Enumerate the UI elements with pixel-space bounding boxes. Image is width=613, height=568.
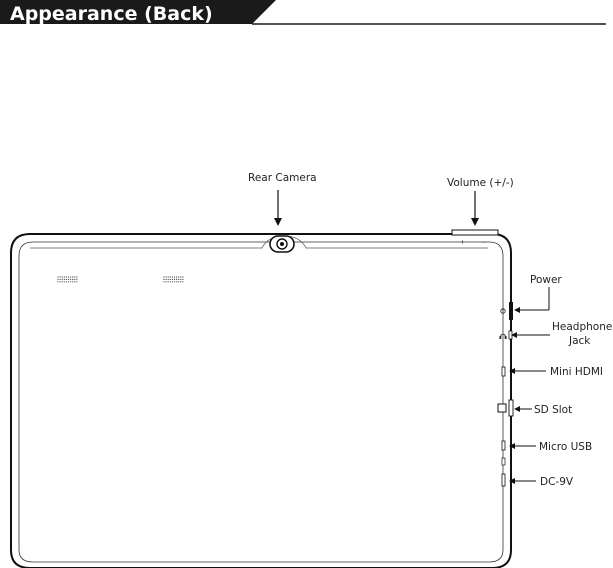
- grille-dot: [57, 278, 59, 280]
- volume-label: Volume (+/-): [447, 177, 514, 189]
- grille-dot: [72, 276, 74, 278]
- grille-dot: [171, 278, 173, 280]
- sd-slot-callout: SD Slot: [514, 404, 572, 416]
- power-label: Power: [530, 274, 562, 286]
- grille-dot: [178, 278, 180, 280]
- grille-dot: [61, 281, 63, 283]
- headphone-label-line1: Headphone: [552, 321, 612, 333]
- camera-lens-icon: [269, 235, 295, 253]
- grille-dot: [57, 281, 59, 283]
- grille-dot: [173, 276, 176, 278]
- volume-rocker: + −: [451, 229, 499, 246]
- grille-dot: [167, 278, 169, 280]
- section-header: Appearance (Back): [0, 0, 606, 25]
- grille-dot: [182, 278, 184, 280]
- power-callout: Power: [514, 274, 562, 313]
- grille-dot: [76, 278, 78, 280]
- mini-hdmi-label: Mini HDMI: [550, 366, 603, 378]
- rear-camera-arrowhead: [274, 218, 282, 226]
- grille-dot: [67, 276, 70, 278]
- grille-dot: [74, 278, 76, 280]
- grille-dot: [163, 276, 165, 278]
- grille-dot: [169, 278, 171, 280]
- grille-dot: [59, 281, 61, 283]
- sd-slot-port: [508, 399, 514, 417]
- volume-arrowhead: [471, 218, 479, 226]
- grille-dot: [74, 281, 76, 283]
- grille-dot: [76, 281, 78, 283]
- grille-dot: [167, 276, 169, 278]
- headphone-label-line2: Jack: [568, 335, 591, 347]
- volume-plus-mark: +: [460, 239, 465, 246]
- grille-dot: [163, 278, 165, 280]
- tablet-body: [10, 233, 512, 568]
- grille-dot: [70, 281, 72, 283]
- grille-dot: [61, 278, 63, 280]
- grille-dot: [63, 278, 65, 280]
- speaker-grille-icon: [57, 276, 184, 283]
- usb-indicator: [501, 457, 506, 466]
- grille-dot: [70, 276, 72, 278]
- grille-dot: [173, 278, 176, 280]
- headphone-callout: Headphone Jack: [511, 321, 612, 347]
- volume-minus-mark: −: [481, 239, 486, 246]
- grille-dot: [59, 276, 61, 278]
- grille-dot: [165, 278, 167, 280]
- mini-hdmi-port: [501, 366, 506, 377]
- grille-dot: [72, 281, 74, 283]
- grille-dot: [169, 276, 171, 278]
- grille-dot: [57, 276, 59, 278]
- sd-slot-label: SD Slot: [534, 404, 572, 416]
- grille-dot: [70, 278, 72, 280]
- grille-dot: [163, 281, 165, 283]
- grille-dot: [65, 281, 67, 283]
- grille-dot: [180, 278, 182, 280]
- grille-dot: [67, 278, 70, 280]
- grille-dot: [63, 281, 65, 283]
- grille-dot: [65, 276, 67, 278]
- grille-dot: [76, 276, 78, 278]
- micro-usb-callout: Micro USB: [509, 441, 592, 453]
- dc-port: [501, 473, 506, 487]
- grille-dot: [182, 276, 184, 278]
- grille-dot: [178, 276, 180, 278]
- grille-dot: [72, 278, 74, 280]
- side-ports: [497, 302, 514, 487]
- grille-dot: [171, 276, 173, 278]
- micro-usb-label: Micro USB: [539, 441, 592, 453]
- headphone-icon: [499, 333, 507, 339]
- grille-dot: [61, 276, 63, 278]
- power-icon: [500, 308, 506, 314]
- grille-dot: [63, 276, 65, 278]
- grille-dot: [165, 276, 167, 278]
- dc-label: DC-9V: [540, 476, 574, 488]
- grille-dot: [171, 281, 173, 283]
- header-bar: [0, 0, 276, 24]
- tablet-outline: [10, 233, 512, 568]
- page-title: Appearance (Back): [10, 3, 213, 25]
- tablet-inner-outline: [18, 241, 504, 563]
- grille-dot: [65, 278, 67, 280]
- grille-dot: [176, 278, 178, 280]
- sd-slot-icon: [497, 403, 507, 413]
- dc-callout: DC-9V: [509, 476, 574, 488]
- grille-dot: [165, 281, 167, 283]
- grille-dot: [180, 281, 182, 283]
- grille-dot: [173, 281, 176, 283]
- grille-dot: [176, 281, 178, 283]
- grille-dot: [67, 281, 70, 283]
- grille-dot: [74, 276, 76, 278]
- grille-dot: [180, 276, 182, 278]
- grille-dot: [178, 281, 180, 283]
- grille-dot: [169, 281, 171, 283]
- micro-usb-port: [501, 440, 506, 451]
- grille-dot: [182, 281, 184, 283]
- grille-dot: [59, 278, 61, 280]
- rear-camera-label: Rear Camera: [248, 172, 317, 184]
- mini-hdmi-callout: Mini HDMI: [509, 366, 603, 378]
- grille-dot: [167, 281, 169, 283]
- grille-dot: [176, 276, 178, 278]
- power-button: [509, 302, 513, 320]
